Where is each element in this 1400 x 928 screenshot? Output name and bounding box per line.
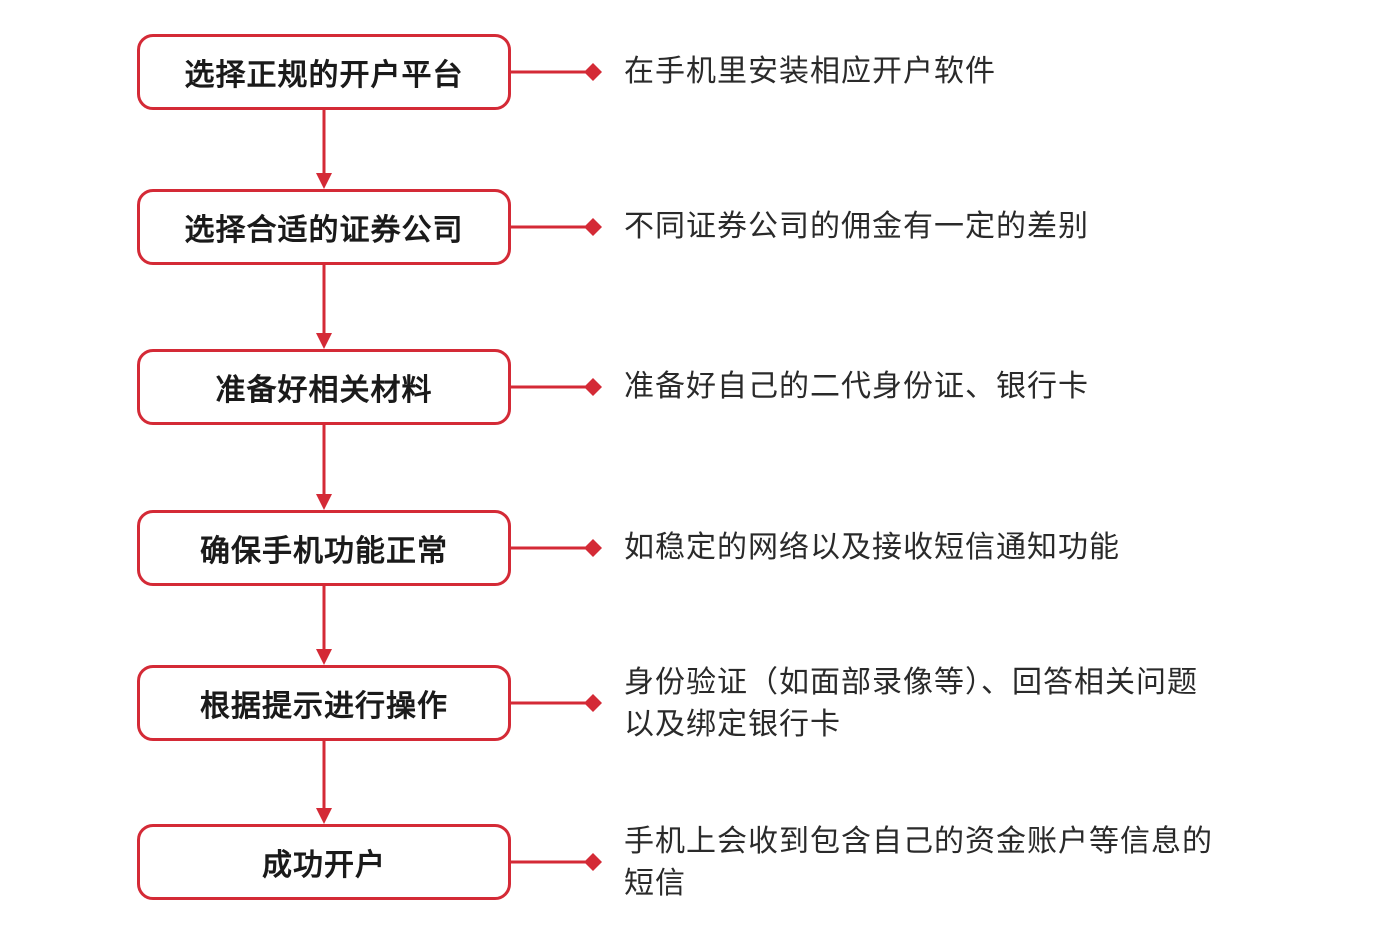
step-box-3: 准备好相关材料 [137, 349, 511, 425]
step-label: 根据提示进行操作 [200, 689, 448, 724]
arrow-head [316, 808, 332, 824]
step-note-1: 在手机里安装相应开户软件 [624, 54, 996, 89]
step-box-5: 根据提示进行操作 [137, 665, 511, 741]
arrow-head [316, 649, 332, 665]
diamond-marker [584, 853, 602, 871]
step-note-5: 身份验证（如面部录像等）、回答相关问题以及绑定银行卡 [624, 665, 1198, 742]
diamond-marker [584, 378, 602, 396]
step-label: 确保手机功能正常 [200, 534, 448, 569]
step-label: 准备好相关材料 [215, 373, 433, 408]
diamond-marker [584, 63, 602, 81]
diamond-marker [584, 218, 602, 236]
arrow-head [316, 333, 332, 349]
step-note-4: 如稳定的网络以及接收短信通知功能 [624, 530, 1120, 565]
arrow-head [316, 173, 332, 189]
step-label: 选择合适的证券公司 [184, 213, 464, 248]
diamond-marker [584, 694, 602, 712]
step-box-6: 成功开户 [137, 824, 511, 900]
step-box-4: 确保手机功能正常 [137, 510, 511, 586]
step-label: 成功开户 [262, 848, 386, 883]
step-label: 选择正规的开户平台 [184, 58, 464, 93]
step-box-2: 选择合适的证券公司 [137, 189, 511, 265]
step-note-3: 准备好自己的二代身份证、银行卡 [624, 369, 1089, 404]
step-note-2: 不同证券公司的佣金有一定的差别 [624, 209, 1089, 244]
step-note-6: 手机上会收到包含自己的资金账户等信息的短信 [624, 824, 1213, 901]
arrow-head [316, 494, 332, 510]
step-box-1: 选择正规的开户平台 [137, 34, 511, 110]
diamond-marker [584, 539, 602, 557]
